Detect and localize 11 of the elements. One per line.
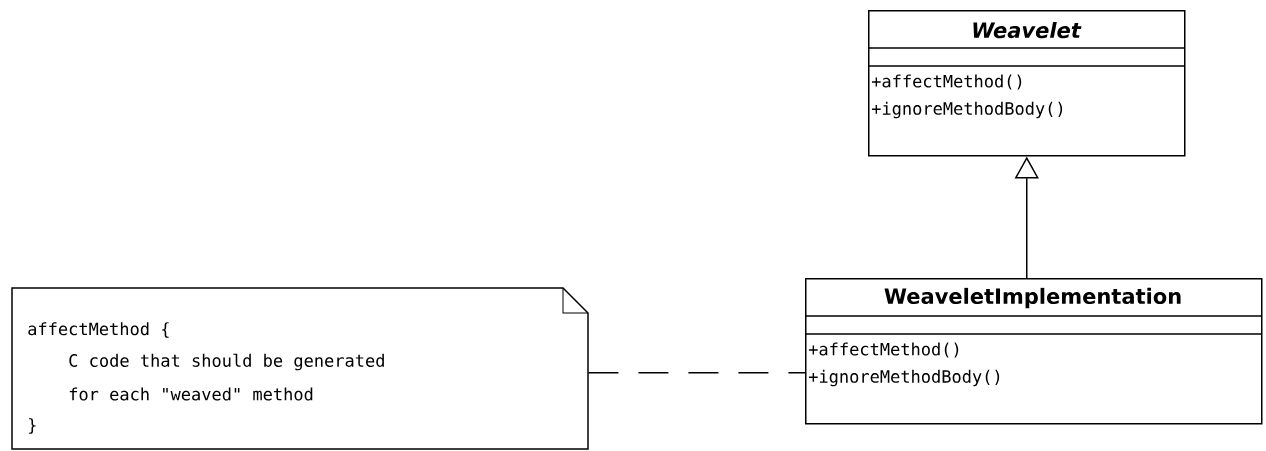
method-text: +ignoreMethodBody(): [871, 101, 1063, 119]
note-text: C code that should be generated: [69, 353, 384, 371]
note-text: for each "weaved" method: [69, 387, 313, 401]
dashed-connector: [587, 371, 806, 374]
method-text: +affectMethod(): [808, 342, 959, 358]
note-text: }: [29, 418, 36, 434]
note-text: affectMethod {: [28, 322, 169, 338]
method-text: +ignoreMethodBody(): [808, 369, 1000, 387]
class-name: Weavelet: [973, 21, 1082, 39]
method-text: +affectMethod(): [871, 74, 1022, 90]
class-name: WeaveletImplementation: [884, 287, 1181, 309]
